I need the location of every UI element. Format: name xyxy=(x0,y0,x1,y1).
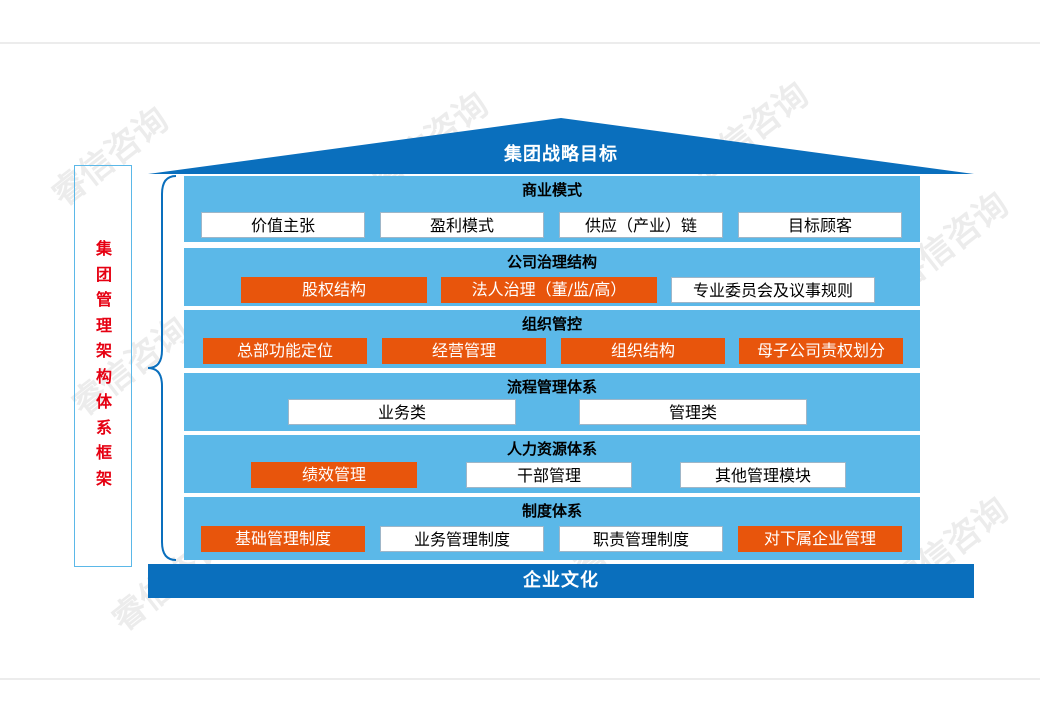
side-char: 架 xyxy=(95,468,112,488)
layer-title: 商业模式 xyxy=(521,181,582,199)
item-box: 业务类 xyxy=(288,399,516,425)
top-divider xyxy=(0,42,1040,44)
item-box: 母子公司责权划分 xyxy=(739,338,903,364)
layer-title: 组织管控 xyxy=(521,315,582,333)
item-box: 对下属企业管理 xyxy=(738,526,902,552)
layer-business-model: 商业模式 价值主张 盈利模式 供应（产业）链 目标顾客 xyxy=(184,176,920,242)
side-char: 团 xyxy=(95,264,112,284)
item-box: 法人治理（董/监/高） xyxy=(441,277,657,303)
item-box: 目标顾客 xyxy=(738,212,902,238)
framework-body: 商业模式 价值主张 盈利模式 供应（产业）链 目标顾客 公司治理结构 股权结构 … xyxy=(184,176,920,560)
side-char: 管 xyxy=(95,290,112,309)
layer-title: 流程管理体系 xyxy=(506,378,597,396)
side-char: 体 xyxy=(95,392,112,411)
layer-human-resources: 人力资源体系 绩效管理 干部管理 其他管理模块 xyxy=(184,435,920,493)
roof-title: 集团战略目标 xyxy=(504,144,618,165)
layer-corporate-governance: 公司治理结构 股权结构 法人治理（董/监/高） 专业委员会及议事规则 xyxy=(184,248,920,306)
foundation-corporate-culture: 企业文化 xyxy=(148,564,974,598)
item-box: 绩效管理 xyxy=(251,462,417,488)
item-box: 股权结构 xyxy=(241,277,427,303)
side-char: 架 xyxy=(95,341,112,360)
side-label-box: 集 团 管 理 架 构 体 系 框 架 xyxy=(74,165,132,567)
bottom-divider xyxy=(0,678,1040,680)
item-box: 干部管理 xyxy=(466,462,632,488)
roof xyxy=(148,118,974,174)
side-label: 集 团 管 理 架 构 体 系 框 架 xyxy=(75,236,133,491)
item-box: 专业委员会及议事规则 xyxy=(671,277,875,303)
item-box: 盈利模式 xyxy=(380,212,544,238)
item-box: 其他管理模块 xyxy=(680,462,846,488)
layer-organizational-control: 组织管控 总部功能定位 经营管理 组织结构 母子公司责权划分 xyxy=(184,310,920,368)
item-box: 职责管理制度 xyxy=(559,526,723,552)
side-char: 构 xyxy=(95,366,112,386)
layer-title: 制度体系 xyxy=(521,502,582,520)
layer-process-management: 流程管理体系 业务类 管理类 xyxy=(184,373,920,431)
item-box: 组织结构 xyxy=(561,338,725,364)
item-box: 经营管理 xyxy=(382,338,546,364)
side-char: 集 xyxy=(95,239,112,258)
side-char: 系 xyxy=(95,417,112,437)
curly-brace xyxy=(147,175,177,561)
layer-title: 公司治理结构 xyxy=(506,253,597,271)
side-char: 框 xyxy=(95,443,112,462)
item-box: 总部功能定位 xyxy=(203,338,367,364)
side-char: 理 xyxy=(95,315,112,335)
item-box: 管理类 xyxy=(579,399,807,425)
item-box: 供应（产业）链 xyxy=(559,212,723,238)
item-box: 基础管理制度 xyxy=(201,526,365,552)
layer-policy-system: 制度体系 基础管理制度 业务管理制度 职责管理制度 对下属企业管理 xyxy=(184,497,920,560)
item-box: 价值主张 xyxy=(201,212,365,238)
layer-title: 人力资源体系 xyxy=(506,440,597,458)
item-box: 业务管理制度 xyxy=(380,526,544,552)
